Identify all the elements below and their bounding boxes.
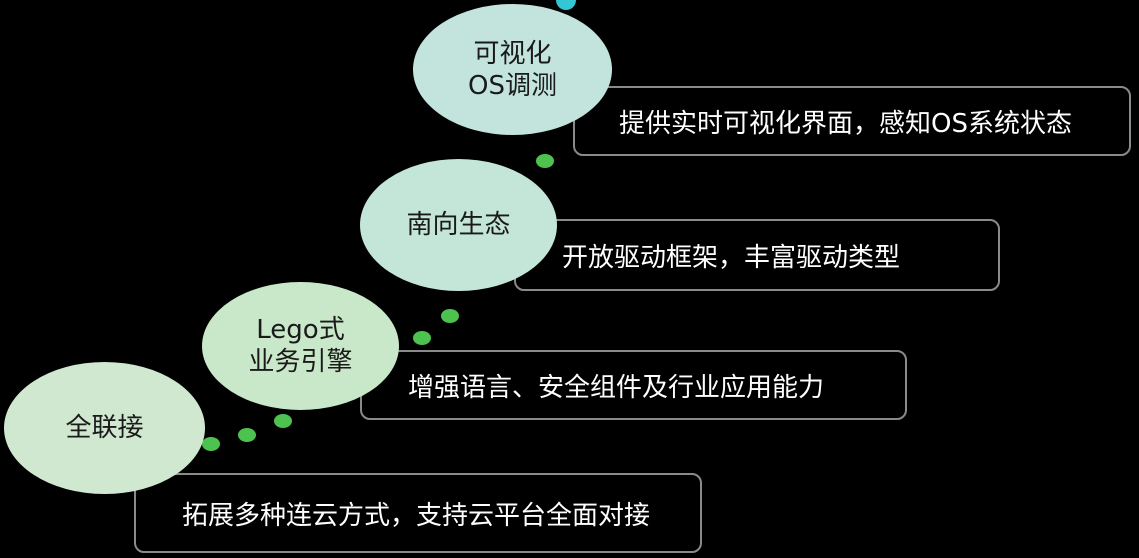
connector-dot (238, 428, 256, 442)
connector-dot (441, 309, 459, 323)
step-1-description: 拓展多种连云方式，支持云平台全面对接 (182, 500, 651, 531)
step-2-title: Lego式 业务引擎 (248, 315, 353, 377)
step-4-ellipse: 可视化 OS调测 (413, 4, 612, 135)
step-3-ellipse: 南向生态 (360, 159, 557, 291)
step-2-description-box: 增强语言、安全组件及行业应用能力 (360, 350, 907, 420)
step-2-description: 增强语言、安全组件及行业应用能力 (408, 372, 825, 403)
step-3-description: 开放驱动框架，丰富驱动类型 (562, 242, 901, 273)
step-3-description-box: 开放驱动框架，丰富驱动类型 (514, 219, 1000, 291)
connector-dot (413, 331, 431, 345)
step-1-title: 全联接 (65, 413, 144, 443)
step-2-ellipse: Lego式 业务引擎 (202, 282, 399, 410)
connector-dot (536, 154, 554, 168)
step-4-title: 可视化 OS调测 (468, 38, 557, 101)
connector-dot (274, 414, 292, 428)
step-1-description-box: 拓展多种连云方式，支持云平台全面对接 (134, 473, 702, 553)
step-3-title: 南向生态 (406, 210, 511, 240)
step-4-description-box: 提供实时可视化界面，感知OS系统状态 (573, 86, 1131, 156)
connector-dot-top (556, 0, 576, 10)
step-1-ellipse: 全联接 (4, 362, 205, 494)
step-4-description: 提供实时可视化界面，感知OS系统状态 (619, 108, 1072, 139)
connector-dot (202, 437, 220, 451)
